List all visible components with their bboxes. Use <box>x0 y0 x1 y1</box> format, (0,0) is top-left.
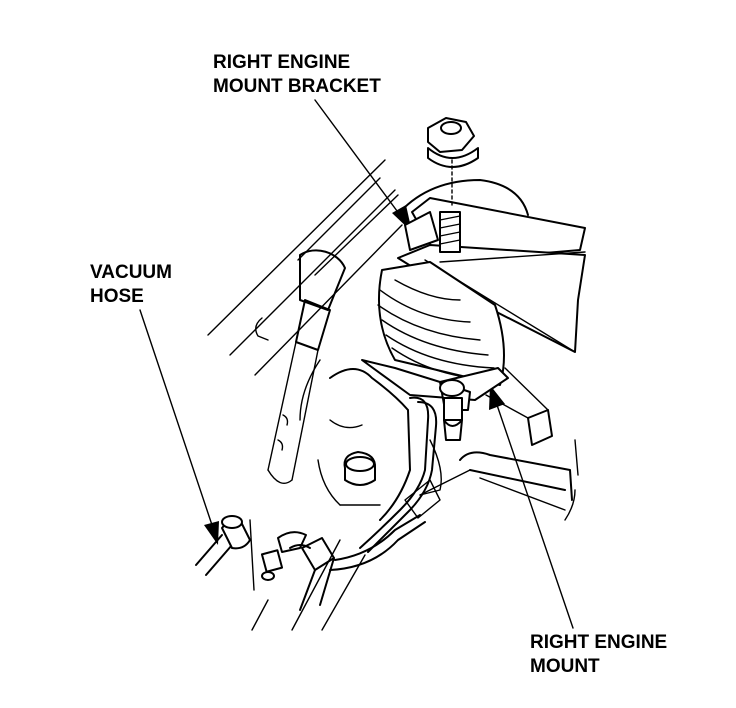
leader-vacuum-hose <box>139 309 219 545</box>
mount-nut <box>427 117 479 168</box>
leader-bracket <box>314 99 412 232</box>
vacuum-label-line1: VACUUM <box>90 262 172 283</box>
label-right-engine-mount-bracket: RIGHT ENGINE MOUNT BRACKET <box>213 52 381 97</box>
label-vacuum-hose: VACUUM HOSE <box>90 262 172 307</box>
bracket-label-line1: RIGHT ENGINE <box>213 52 350 73</box>
lower-frame-lines <box>251 439 579 631</box>
vacuum-hose <box>195 515 255 591</box>
mount-label-line2: MOUNT <box>530 656 600 677</box>
mount-label-line1: RIGHT ENGINE <box>530 632 667 653</box>
engine-mount-body <box>377 261 505 386</box>
lower-bolt <box>343 451 377 486</box>
frame-rails <box>207 159 403 376</box>
label-right-engine-mount: RIGHT ENGINE MOUNT <box>530 632 667 677</box>
coolant-hose <box>267 249 346 484</box>
mount-top-plate <box>399 179 529 216</box>
bracket-label-line2: MOUNT BRACKET <box>213 76 381 97</box>
mount-base-plate <box>361 359 509 441</box>
mount-stud-bolt <box>439 159 461 253</box>
engine-block <box>299 359 471 521</box>
vacuum-label-line2: HOSE <box>90 286 144 307</box>
sensor-connector <box>260 531 335 611</box>
lower-subframe <box>459 367 573 511</box>
wiring-harness <box>329 396 441 571</box>
